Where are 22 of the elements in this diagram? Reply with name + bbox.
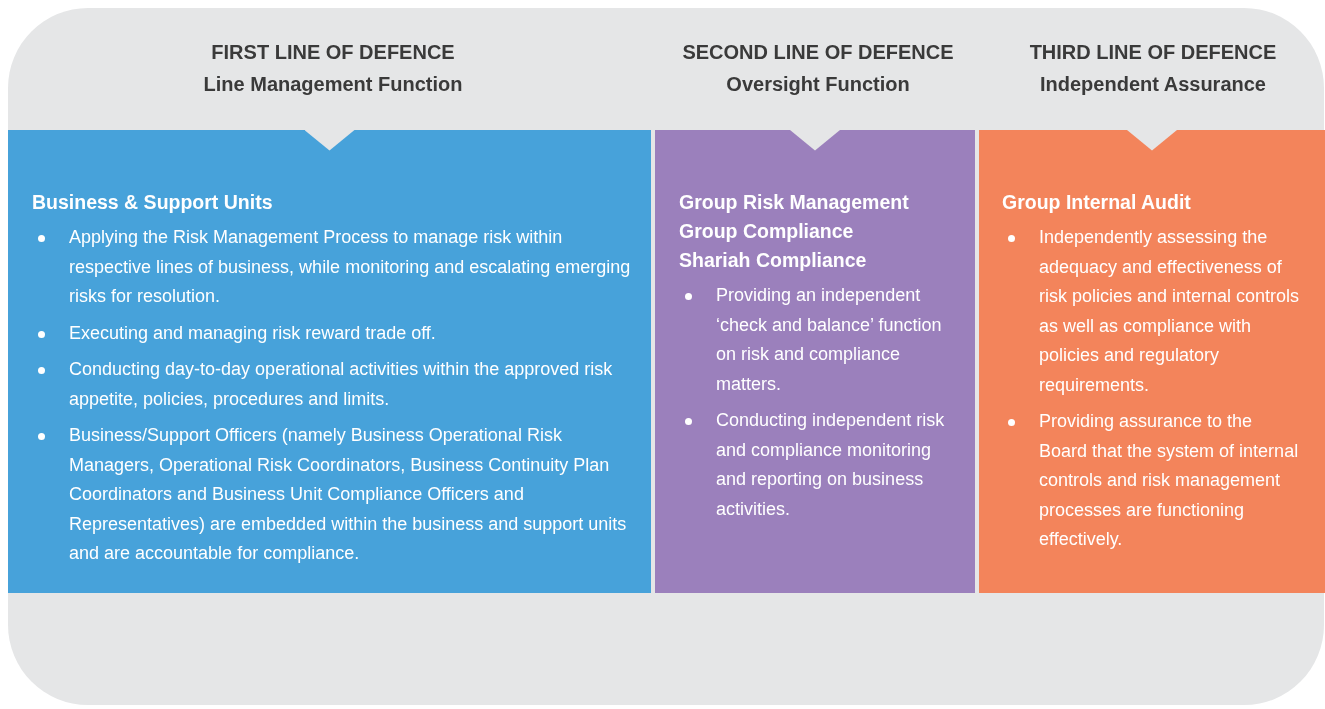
bullet-text: Conducting independent risk and compliance monitoring and reporting on business activities.	[716, 410, 945, 519]
section-subtitle: Line Management Function	[202, 72, 464, 97]
panel-heading: Group Compliance	[679, 219, 855, 244]
bullet-text: Business/Support Officers (namely Business Operational Risk Managers, Operational Risk Coordinators, Business Continuity Plan Coordinators and Business Unit Compliance Officers and Representatives) are embedded within the business and support units and are accountable for compliance.	[69, 425, 627, 563]
bullet-text: Executing and managing risk reward trade off.	[69, 322, 436, 343]
panel-heading: Shariah Compliance	[679, 248, 868, 273]
panel-heading: Business & Support Units	[32, 190, 274, 215]
section-title: SECOND LINE OF DEFENCE	[681, 40, 955, 65]
column-panel	[655, 130, 975, 593]
section-title: THIRD LINE OF DEFENCE	[1028, 40, 1278, 65]
bullet-text: Applying the Risk Management Process to manage risk within respective lines of business, while monitoring and escalating emerging risks for resolution.	[69, 227, 631, 306]
section-title: FIRST LINE OF DEFENCE	[210, 40, 456, 65]
bullet-text: Independently assessing the adequacy and effectiveness of risk policies and internal controls as well as compliance with policies and regulatory requirements.	[1039, 227, 1300, 395]
panel-heading: Group Risk Management	[679, 190, 910, 215]
section-subtitle: Independent Assurance	[1039, 72, 1267, 97]
column-panel	[979, 130, 1325, 593]
bullet-text: Providing an independent ‘check and balance’ function on risk and compliance matters.	[716, 285, 942, 394]
bullet-text: Conducting day-to-day operational activities within the approved risk appetite, policies, procedures and limits.	[69, 359, 613, 409]
column-panel	[8, 130, 651, 593]
section-subtitle: Oversight Function	[725, 72, 911, 97]
panel-heading: Group Internal Audit	[1002, 190, 1192, 215]
bullet-text: Providing assurance to the Board that the system of internal controls and risk management processes are functioning effectively.	[1039, 411, 1299, 549]
